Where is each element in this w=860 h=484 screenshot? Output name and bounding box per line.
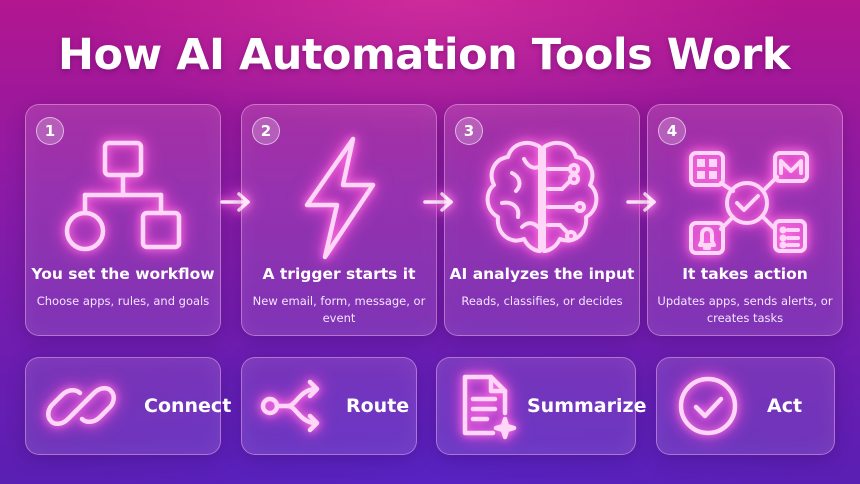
step-number-badge: 4 — [658, 117, 686, 145]
step-title: AI analyzes the input — [449, 265, 635, 283]
workflow-hierarchy-icon — [53, 133, 193, 263]
step-description: Updates apps, sends alerts, or creates t… — [657, 294, 833, 325]
step-number-badge: 2 — [252, 117, 280, 145]
action-card-summarize: Summarize — [436, 357, 646, 455]
step-card-2: 2 A trigger starts it New email, form, m… — [241, 104, 437, 336]
ai-brain-icon — [472, 133, 612, 263]
step-card-3: 3 AI analyzes the input Reads, classifie… — [444, 104, 640, 336]
step-number-badge: 3 — [455, 117, 483, 145]
action-label: Summarize — [527, 395, 647, 417]
step-card-4: 4 It takes action Updates apps, sends al — [647, 104, 843, 336]
action-label: Act — [767, 395, 803, 417]
step-title: It takes action — [682, 265, 808, 283]
step-card-1: 1 You set the workflow Choose apps, rule… — [25, 104, 221, 336]
action-card-act: Act — [656, 357, 835, 455]
document-sparkle-icon — [451, 371, 521, 441]
action-card-route: Route — [241, 357, 417, 455]
route-split-icon — [258, 371, 328, 441]
page-title: How AI Automation Tools Work — [58, 30, 790, 80]
action-card-connect: Connect — [25, 357, 231, 455]
step-number-badge: 1 — [36, 117, 64, 145]
action-label: Connect — [144, 395, 232, 417]
step-description: New email, form, message, or event — [252, 294, 426, 325]
action-hub-icon — [675, 133, 815, 263]
step-title: A trigger starts it — [262, 265, 416, 283]
step-title: You set the workflow — [31, 265, 215, 283]
step-description: Reads, classifies, or decides — [461, 294, 623, 308]
step-description: Choose apps, rules, and goals — [36, 294, 210, 308]
action-label: Route — [346, 395, 410, 417]
lightning-bolt-icon — [269, 133, 409, 263]
check-circle-icon — [673, 371, 743, 441]
flow-arrow-icon — [625, 190, 659, 214]
flow-arrow-icon — [422, 190, 456, 214]
chain-link-icon — [46, 371, 116, 441]
flow-arrow-icon — [219, 190, 253, 214]
